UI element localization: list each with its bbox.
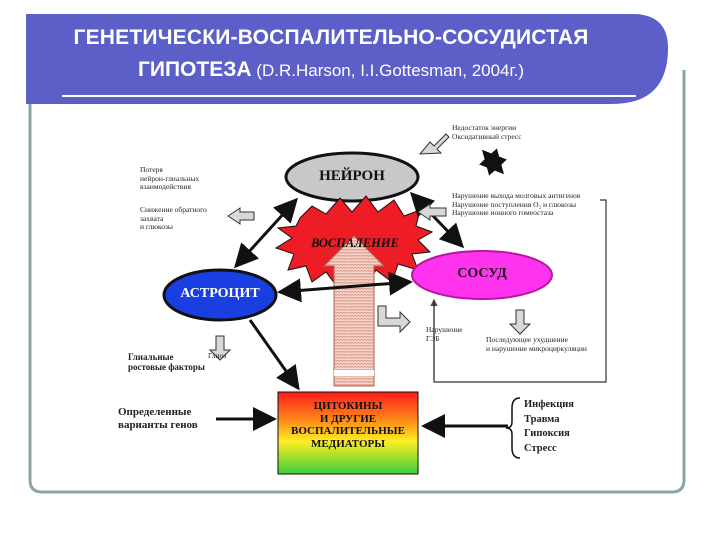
label-line: нейрон-глиальных [140,173,200,183]
perfusion-label: Последующее ухудшение и нарушение микроц… [486,335,587,353]
mediators-label: ЦИТОКИНЫ И ДРУГИЕ ВОСПАЛИТЕЛЬНЫЕ МЕДИАТО… [278,400,418,451]
title-banner [26,14,668,104]
bbb-label: Нарушение ГЭБ [426,325,463,343]
energy-stress-label: Недостаток энергии Оксидативный стресс [452,123,522,141]
vessel-label: СОСУД [457,266,507,281]
gliosis-label: Глиоз [208,351,227,360]
title-authors: (D.R.Harson, I.I.Gottesman, 2004г.) [256,61,525,80]
mediators-line: МЕДИАТОРЫ [310,437,386,450]
reuptake-label: Снижение обратного захвата и глюкозы [140,205,207,232]
central-arrow [322,235,386,387]
mediators-line: ЦИТОКИНЫ [313,400,383,412]
label-line: ГЭБ [426,333,440,343]
inflammation-label: ВОСПАЛЕНИЕ [311,236,399,250]
label-line: Нарушение поступления O₂ и глюкозы [452,199,576,209]
label-line: варианты генов [118,418,198,431]
factor-item: Травма [524,413,560,425]
label-line: ростовые факторы [128,362,205,373]
neuron-label: НЕЙРОН [319,168,385,184]
arrow-astro-neuron [233,197,299,269]
grey-arrow-3 [208,335,232,361]
label-line: Последующее ухудшение [486,335,568,344]
label-line: и глюкозы [140,222,173,232]
frame-border [28,60,686,494]
title-line-2: ГИПОТЕЗА (D.R.Harson, I.I.Gottesman, 200… [26,58,636,82]
factors-list: Инфекция Травма Гипоксия Стресс [524,398,574,457]
label-line: Снижение обратного [140,205,207,214]
neuron-glia-loss-label: Потеря нейрон-глиальных взаимодействия [140,165,200,192]
factor-item: Стресс [524,443,557,455]
label-line: Нарушение ионного гомеостаза [452,208,554,218]
factor-item: Гипоксия [524,428,570,440]
astrocyte-label: АСТРОЦИТ [180,286,260,301]
grey-arrow-4 [377,305,411,334]
neuron-node [284,151,420,203]
label-line: Нарушение [426,325,463,334]
mediators-line: ВОСПАЛИТЕЛЬНЫЕ [291,425,405,438]
arrow-astro-mediators [248,319,300,391]
gene-variants-label: Определенные варианты генов [118,406,198,431]
label-line: Глиальные [128,352,174,362]
factor-item: Инфекция [524,399,574,410]
label-line: Оксидативный стресс [452,131,522,141]
mediators-box [277,391,419,475]
label-line: Недостаток энергии [452,123,517,132]
mediators-line: И ДРУГИЕ [319,412,377,425]
arrow-neuron-vessel [409,191,465,249]
grey-arrow-2 [227,207,255,225]
barrier-label: Нарушение выхода молговых антигенов Нару… [452,191,581,218]
arrow-astro-vessel [277,271,413,303]
grey-arrow-5 [508,309,532,335]
grey-arrow-1 [418,133,450,155]
label-line: и нарушение микроциркуляции [486,343,587,353]
label-line: взаимодействия [140,182,191,192]
label-line: захвата [140,213,164,223]
astrocyte-node [162,268,278,322]
label-line: Потеря [140,165,163,174]
label-line: Нарушение выхода молговых антигенов [452,191,581,200]
arrow-neuron-right [479,148,507,176]
factors-brace [505,397,521,459]
title-main: ГИПОТЕЗА [137,58,252,81]
title-area: ГЕНЕТИЧЕСКИ-ВОСПАЛИТЕЛЬНО-СОСУДИСТАЯ ГИП… [26,14,666,106]
grey-arrow-6 [417,203,447,221]
title-line-1: ГЕНЕТИЧЕСКИ-ВОСПАЛИТЕЛЬНО-СОСУДИСТАЯ [73,26,589,49]
label-line: Определенные [118,406,192,418]
glial-factors-label: Глиальные ростовые факторы [128,352,205,373]
